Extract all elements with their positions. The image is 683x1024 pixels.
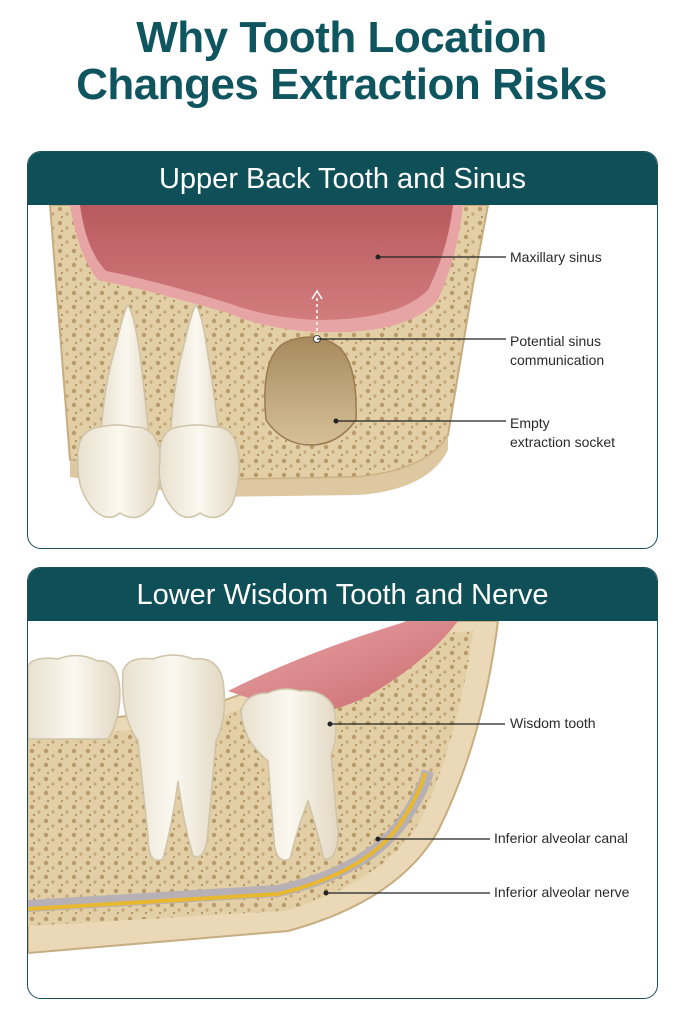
page-title: Why Tooth Location Changes Extraction Ri… xyxy=(0,14,683,108)
upper-tooth-panel: Upper Back Tooth and Sinus xyxy=(27,151,658,549)
label-sinus-communication: Potential sinus communication xyxy=(510,333,605,368)
wisdom-tooth-shape xyxy=(240,688,339,861)
extraction-socket-shape xyxy=(264,336,357,446)
label-wisdom-tooth: Wisdom tooth xyxy=(510,715,596,731)
lower-jaw-illustration xyxy=(28,621,505,955)
label-alveolar-nerve: Inferior alveolar nerve xyxy=(494,884,630,900)
label-maxillary-sinus: Maxillary sinus xyxy=(510,249,602,265)
lower-molar-2 xyxy=(121,654,226,861)
upper-jaw-illustration xyxy=(48,205,506,519)
upper-panel-header: Upper Back Tooth and Sinus xyxy=(28,152,657,205)
lower-molar-1 xyxy=(28,654,121,740)
label-alveolar-canal: Inferior alveolar canal xyxy=(494,830,628,846)
lower-tooth-panel: Lower Wisdom Tooth and Nerve xyxy=(27,567,658,999)
title-line-1: Why Tooth Location xyxy=(136,13,547,62)
lower-panel-header: Lower Wisdom Tooth and Nerve xyxy=(28,568,657,621)
label-empty-socket: Empty extraction socket xyxy=(510,415,616,450)
title-line-2: Changes Extraction Risks xyxy=(76,60,607,109)
